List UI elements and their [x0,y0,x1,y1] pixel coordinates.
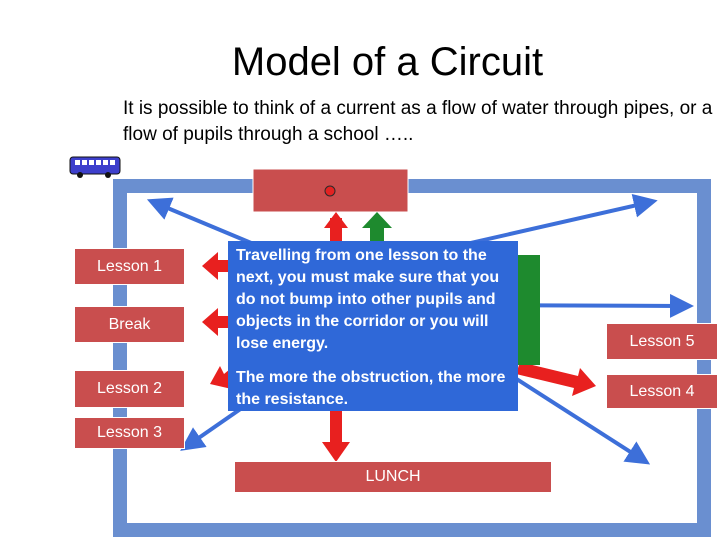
explanation-para-2: The more the obstruction, the more the r… [236,369,506,408]
subtitle: It is possible to think of a current as … [123,98,713,145]
explanation-para-1: Travelling from one lesson to the next, … [236,247,500,352]
lesson-3-room: Lesson 3 [74,417,185,449]
bell-icon [324,185,336,197]
lunch-room: LUNCH [234,461,552,493]
page-title: Model of a Circuit [231,40,544,84]
bus-icon [69,156,121,178]
lesson-1-room: Lesson 1 [74,248,185,285]
lesson-2-room: Lesson 2 [74,370,185,408]
lesson-4-room: Lesson 4 [606,374,718,409]
break-room: Break [74,306,185,343]
lesson-5-room: Lesson 5 [606,323,718,360]
explanation-box: Travelling from one lesson to the next, … [228,241,518,411]
